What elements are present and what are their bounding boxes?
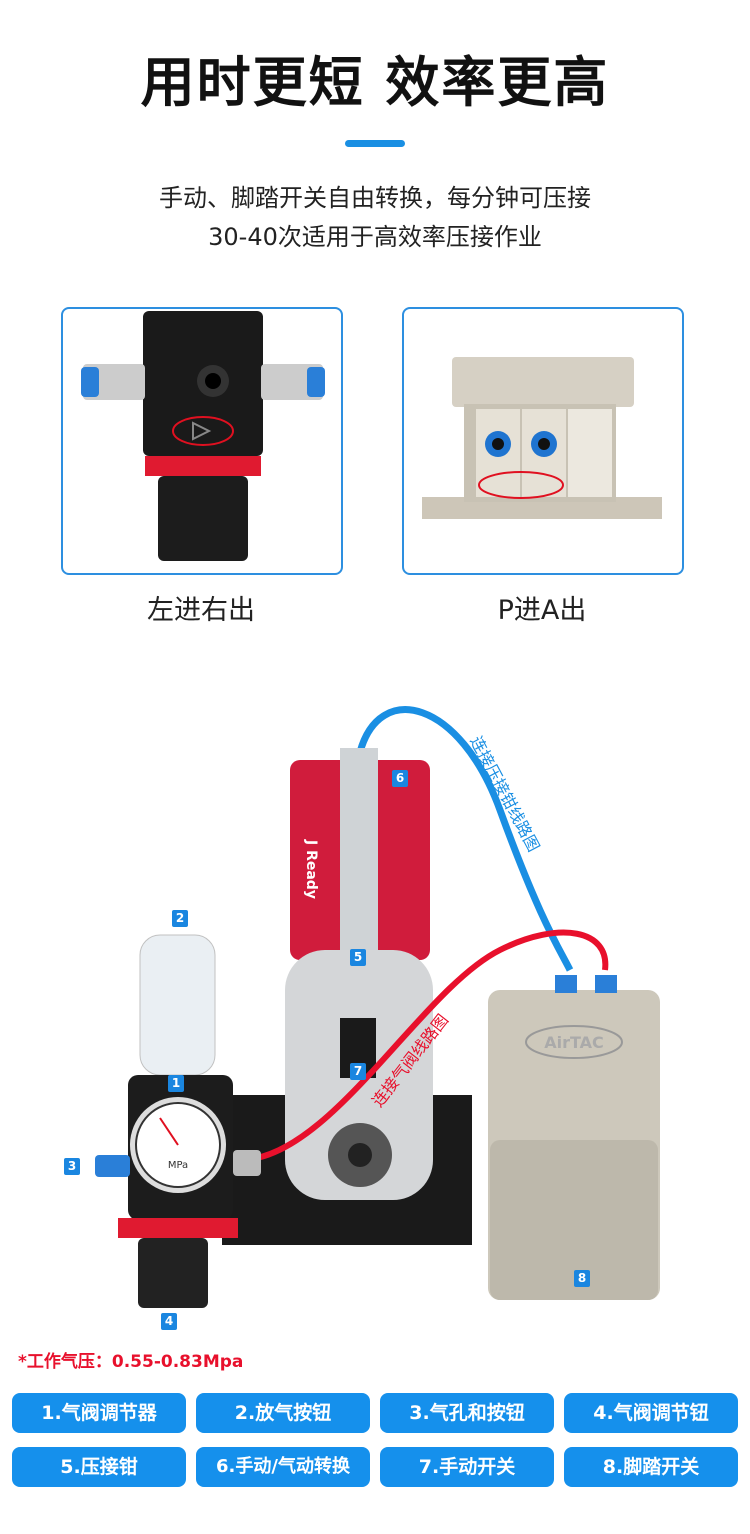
badge-7: 7 [350,1063,366,1080]
legend-item-2: 2.放气按钮 [196,1393,370,1433]
red-hose [239,929,609,1163]
subtitle-line-1: 手动、脚踏开关自由转换，每分钟可压接 [159,184,591,212]
pressure-note: *工作气压：0.55-0.83Mpa [18,1352,244,1372]
filter-bowl [139,934,216,1076]
badge-4: 4 [161,1313,177,1330]
badge-2: 2 [172,910,188,927]
legend-item-3: 3.气孔和按钮 [380,1393,554,1433]
badge-5: 5 [350,949,366,966]
title-underline [345,140,405,147]
legend-item-6: 6.手动/气动转换 [196,1447,370,1487]
badge-8: 8 [574,1270,590,1287]
valve-photo-panel [402,307,684,575]
valve-image [422,357,662,519]
legend-item-1: 1.气阀调节器 [12,1393,186,1433]
legend-item-8: 8.脚踏开关 [564,1447,738,1487]
legend-item-4: 4.气阀调节钮 [564,1393,738,1433]
panel-caption-right: P进A出 [497,595,587,626]
pedal-brand: AirTAC [544,1033,604,1052]
product-assembly-diagram: MPa AirTAC J Ready 连接压接钳线路图 连接气阀线路图 [95,706,660,1308]
panel-caption-left: 左进右出 [147,595,255,626]
blue-hose [356,706,574,972]
legend-item-7: 7.手动开关 [380,1447,554,1487]
badge-6: 6 [392,770,408,787]
crimper-brand: J Ready [303,839,319,899]
gauge-unit: MPa [168,1160,188,1171]
badge-1: 1 [168,1075,184,1092]
subtitle-line-2: 30-40次适用于高效率压接作业 [208,223,542,251]
blue-hose-label: 连接压接钳线路图 [466,733,543,855]
page-title: 用时更短 效率更高 [140,51,610,114]
badge-3: 3 [64,1158,80,1175]
legend-item-5: 5.压接钳 [12,1447,186,1487]
regulator-image [81,311,325,561]
regulator-photo-panel [61,307,343,575]
